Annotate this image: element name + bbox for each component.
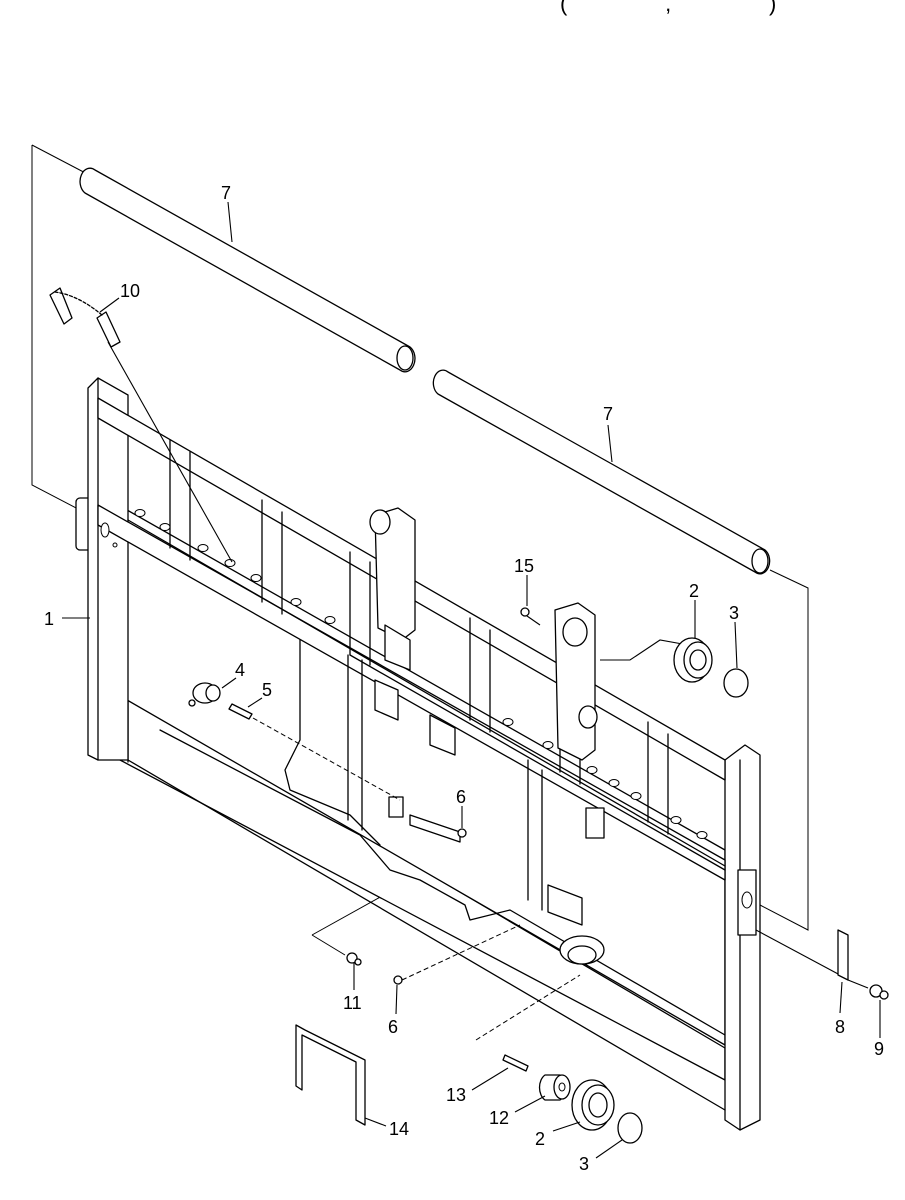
callout-14: 14: [389, 1119, 409, 1139]
lock-pin-with-chain: [49, 287, 233, 563]
callout-7-right: 7: [603, 404, 613, 424]
nut-upper: [457, 828, 467, 838]
pivot-bracket-right: [547, 602, 605, 965]
callout-4: 4: [235, 660, 245, 680]
roller: [188, 682, 221, 707]
retainer-bolt: [847, 979, 889, 1000]
callout-labels: 1 2 2 3 3 4 5 6 6 7 7 8 9 10 11 12 13 14…: [44, 183, 884, 1174]
snap-ring-bottom: [617, 1112, 643, 1144]
callout-1: 1: [44, 609, 54, 629]
callout-8: 8: [835, 1017, 845, 1037]
callout-11: 11: [343, 993, 362, 1013]
callout-13: 13: [446, 1085, 466, 1105]
bearing-bottom: [571, 1079, 615, 1131]
callout-6-lower: 6: [388, 1017, 398, 1037]
callout-2-top: 2: [689, 581, 699, 601]
retainer-plate: [755, 929, 849, 981]
callout-9: 9: [874, 1039, 884, 1059]
small-fitting: [346, 952, 362, 966]
collar: [538, 1074, 571, 1101]
leader-lines: [62, 201, 881, 1159]
callout-6-upper: 6: [456, 787, 466, 807]
small-bolt: [520, 607, 541, 626]
callout-5: 5: [262, 680, 272, 700]
nut-lower: [393, 924, 521, 985]
callout-3-bottom: 3: [579, 1154, 589, 1174]
shaft-left: [79, 167, 416, 373]
callout-15: 15: [514, 556, 534, 576]
callout-2-bottom: 2: [535, 1129, 545, 1149]
bracket-14: [295, 1024, 366, 1126]
header-fragment: ( , ): [560, 0, 777, 16]
pivot-bracket-left: [369, 507, 461, 843]
roll-pin: [502, 1054, 529, 1072]
callout-12: 12: [489, 1108, 509, 1128]
callout-10: 10: [120, 281, 140, 301]
roller-pin: [228, 703, 253, 720]
shaft-right: [432, 369, 771, 575]
bearing-top: [600, 637, 713, 683]
snap-ring-top: [723, 668, 749, 698]
assembly-outline: [31, 144, 809, 956]
callout-3-top: 3: [729, 603, 739, 623]
callout-7-left: 7: [221, 183, 231, 203]
